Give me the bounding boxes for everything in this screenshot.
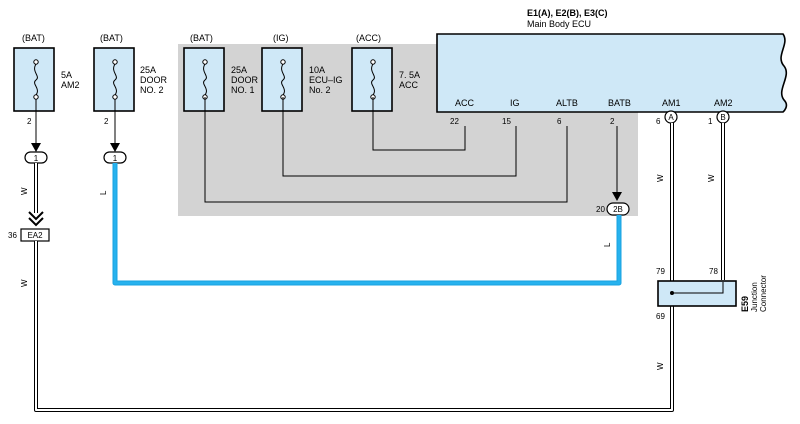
fuse-am2-source: (BAT) [22,33,45,43]
ecu-pin-am2-label: AM2 [714,98,733,108]
ecu-pin-acc-num: 22 [450,117,459,126]
junction-connector-e59 [657,280,737,307]
fuse-acc-name: ACC [399,80,419,90]
fuse-ecuig-name2: No. 2 [309,85,331,95]
connector-1b-label: 1 [113,154,118,163]
ecu-pin-am1-label: AM1 [662,98,681,108]
wire-color-l-1: L [99,190,108,195]
ecu-pin-batb-num: 2 [610,117,615,126]
ecu-pin-ig-label: IG [510,98,520,108]
fuse-am2-name: AM2 [61,80,80,90]
junction-name1: Junction [750,282,759,312]
ecu-title: E1(A), E2(B), E3(C) [527,8,608,18]
ecu-pin-am1-num: 6 [656,117,661,126]
ecu-pin-am2-num: 1 [708,117,713,126]
fuse-door2-name2: NO. 2 [140,85,164,95]
wire-door2-blue [103,99,622,286]
fuse-door1-rating: 25A [231,65,247,75]
wire-color-w-5: W [656,362,665,370]
wire-color-w-3: W [656,174,665,182]
fuse-door2-source: (BAT) [100,33,123,43]
fuse-ecuig-rating: 10A [309,65,325,75]
wire-color-w-4: W [707,174,716,182]
fuse-door1-name1: DOOR [231,75,259,85]
connector-ea2-label: EA2 [27,231,43,240]
fuse-door2-rating: 25A [140,65,156,75]
wire-color-w-2: W [20,279,29,287]
am2-connector-letter: B [720,113,725,122]
connector-2b-pin: 20 [596,205,605,214]
fuse-door2-pin: 2 [104,117,109,126]
fuse-acc-source: (ACC) [356,33,381,43]
junction-code: E59 [740,296,750,312]
junction-name2: Connector [759,275,768,312]
fuse-door1-source: (BAT) [190,33,213,43]
junction-pin-79: 79 [656,267,665,276]
connector-2b-label: 2B [613,205,623,214]
junction-pin-78: 78 [709,267,718,276]
fuse-door-no1 [183,47,225,112]
ecu-pin-batb-label: BATB [608,98,631,108]
fuse-ecuig-name1: ECU–IG [309,75,343,85]
am1-connector-letter: A [668,113,674,122]
fuse-ecu-ig-no2 [261,47,303,112]
connector-2b: 2B [606,202,630,216]
junction-label: E59 Junction Connector [740,275,768,312]
fuse-ecuig-source: (IG) [273,33,289,43]
wire-color-w-1: W [20,187,29,195]
ecu-pin-acc-label: ACC [455,98,475,108]
fuse-door2-name1: DOOR [140,75,168,85]
fuse-door-no2 [93,47,135,112]
connector-ea2-pin: 36 [8,231,17,240]
ecu-pin-altb-num: 6 [557,117,562,126]
fuse-am2-pin: 2 [27,117,32,126]
junction-pin-69: 69 [656,312,665,321]
connector-1a-label: 1 [34,154,39,163]
ecu-pin-ig-num: 15 [502,117,511,126]
ecu-subtitle: Main Body ECU [527,19,591,29]
wire-am2-white [20,99,674,412]
fuse-door1-name2: NO. 1 [231,85,255,95]
ecu-pin-altb-label: ALTB [556,98,578,108]
wire-color-l-2: L [603,242,612,247]
fuse-acc [351,47,393,112]
fuse-am2-rating: 5A [61,70,72,80]
main-body-ecu: E1(A), E2(B), E3(C) Main Body ECU ACC IG… [436,8,788,126]
fuse-am2 [13,47,55,112]
internal-wires [204,97,622,203]
fuse-acc-rating: 7. 5A [399,70,420,80]
